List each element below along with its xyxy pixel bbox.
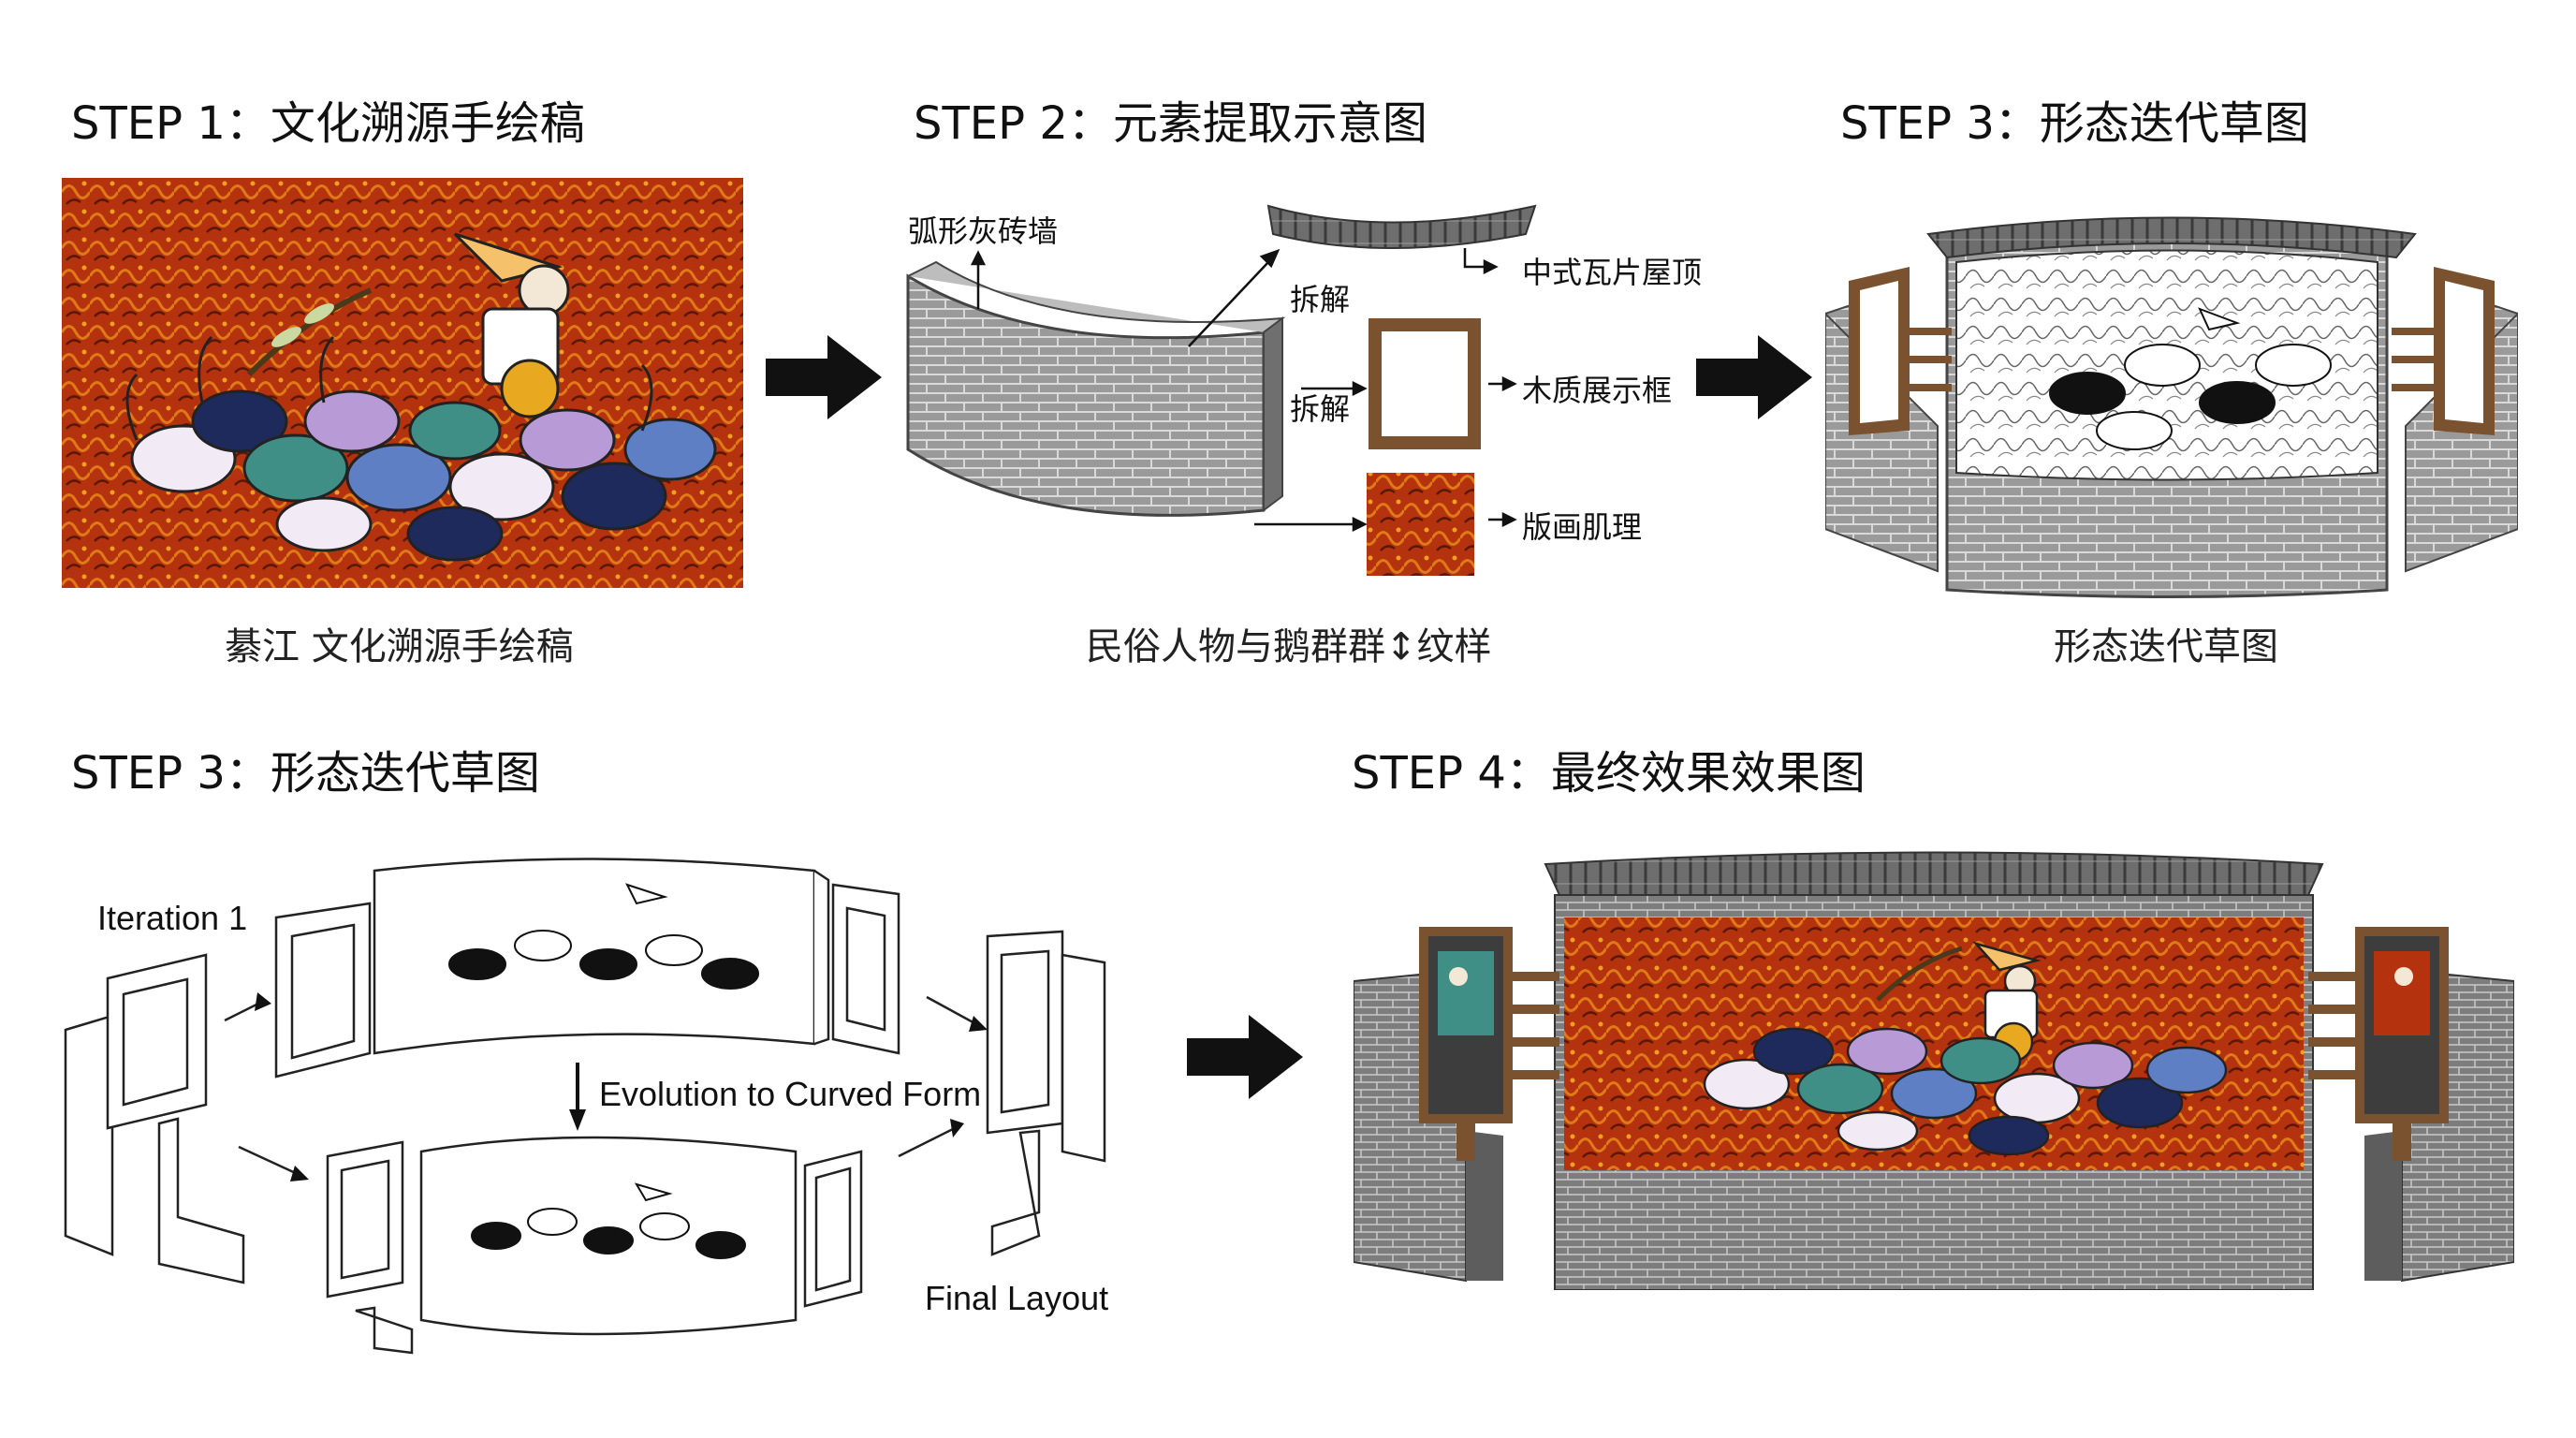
split-label-1: 拆解 bbox=[1290, 282, 1351, 317]
split-label-2: 拆解 bbox=[1290, 391, 1351, 427]
right-arrow-icon bbox=[1696, 335, 1812, 419]
form-sketch-top bbox=[1825, 206, 2518, 599]
step3-caption: 形态迭代草图 bbox=[2054, 625, 2278, 668]
iteration1-label: Iteration 1 bbox=[97, 899, 248, 937]
step2-caption: 民俗人物与鹅群群↕纹样 bbox=[1086, 625, 1492, 668]
right-arrow-icon bbox=[1187, 1015, 1303, 1099]
folk-painting bbox=[62, 178, 743, 588]
iteration-sketch bbox=[56, 843, 1142, 1367]
step3-title-top: STEP 3：形态迭代草图 bbox=[1840, 97, 2309, 150]
element-diagram bbox=[899, 187, 1741, 599]
step1-caption: 綦江 文化溯源手绘稿 bbox=[225, 625, 574, 668]
evolution-label: Evolution to Curved Form bbox=[599, 1075, 982, 1113]
step4-title: STEP 4：最终效果效果图 bbox=[1352, 747, 1866, 800]
roof-label: 中式瓦片屋顶 bbox=[1522, 255, 1703, 290]
texture-label: 版画肌理 bbox=[1522, 509, 1643, 545]
wall-label: 弧形灰砖墙 bbox=[908, 213, 1059, 249]
step3-title-bottom: STEP 3：形态迭代草图 bbox=[71, 747, 540, 800]
step2-title: STEP 2：元素提取示意图 bbox=[914, 97, 1427, 150]
right-arrow-icon bbox=[766, 335, 882, 419]
step1-title: STEP 1：文化溯源手绘稿 bbox=[71, 97, 585, 150]
final-layout-label: Final Layout bbox=[925, 1279, 1109, 1317]
frame-label: 木质展示框 bbox=[1522, 373, 1673, 408]
final-rendering bbox=[1354, 850, 2514, 1290]
